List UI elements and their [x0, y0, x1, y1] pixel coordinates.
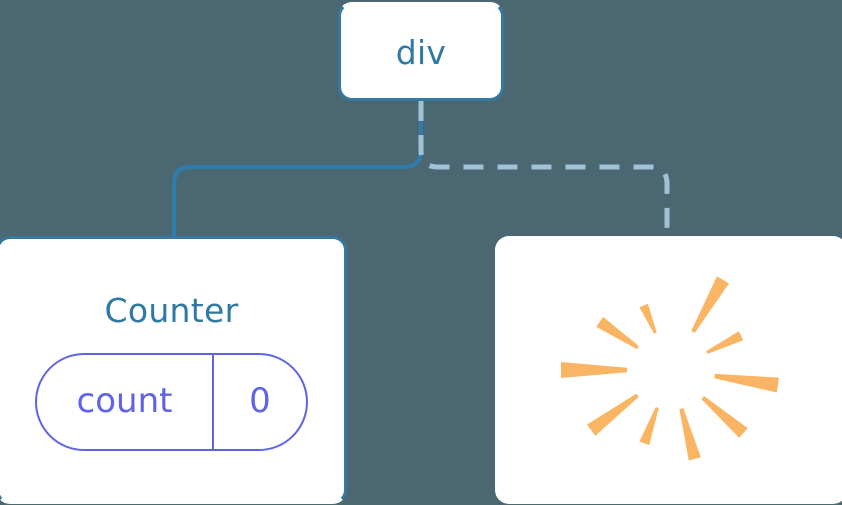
sparkle-ray-4 [701, 396, 748, 438]
node-effect[interactable] [495, 236, 842, 504]
sparkle-ray-10 [639, 303, 657, 334]
node-div[interactable]: div [338, 2, 504, 101]
sparkle-ray-5 [679, 408, 701, 461]
edge-div-to-effect[interactable] [418, 101, 670, 238]
sparkle-burst-icon [561, 276, 779, 461]
sparkle-ray-8 [561, 362, 627, 378]
node-counter[interactable]: Counter count 0 [0, 236, 347, 504]
state-value: 0 [212, 355, 306, 449]
sparkle-ray-1 [691, 276, 730, 333]
sparkle-ray-6 [639, 407, 659, 446]
node-counter-label: Counter [104, 291, 239, 330]
sparkle-ray-3 [714, 373, 779, 393]
node-div-label: div [395, 33, 447, 72]
sparkle-ray-7 [586, 393, 639, 436]
state-pill-count[interactable]: count 0 [35, 353, 308, 451]
state-name: count [76, 380, 173, 421]
sparkle-ray-9 [596, 316, 639, 350]
sparkle-ray-2 [706, 331, 744, 354]
edge-div-to-counter[interactable] [172, 101, 423, 238]
